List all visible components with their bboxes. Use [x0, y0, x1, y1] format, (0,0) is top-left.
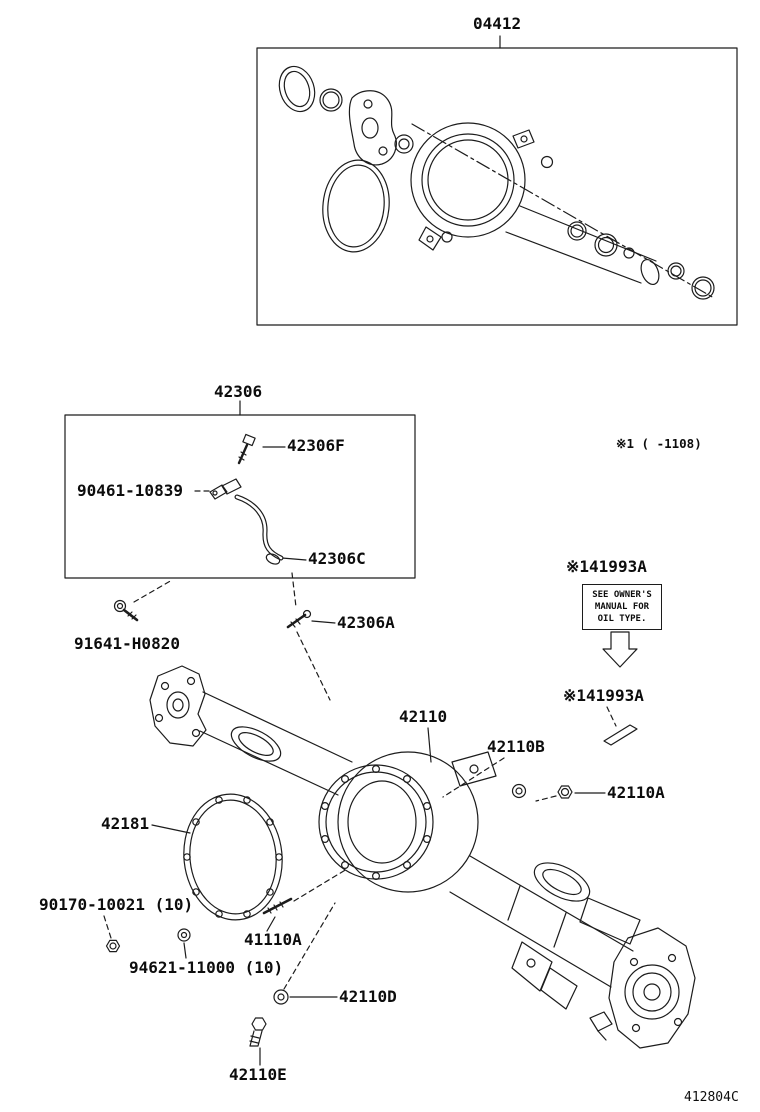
part-label-90461-10839: 90461-10839 [77, 481, 183, 500]
kit-frame [256, 47, 738, 326]
oil-note-line1: SEE OWNER'S [592, 590, 652, 600]
gasket-illustration [183, 793, 283, 921]
part-label-42306f: 42306F [287, 436, 345, 455]
revision-note: ※1 ( -1108) [616, 436, 702, 451]
caution-tag [603, 724, 638, 746]
oil-note-line2: MANUAL FOR [594, 602, 650, 612]
part-label-04412: 04412 [473, 14, 522, 33]
washer-94621-illustration [177, 928, 191, 942]
axle-housing-illustration [149, 665, 696, 1049]
leader-lines-dashed [103, 490, 617, 990]
plug-42110a-illustration [557, 785, 573, 799]
part-label-94621-11000: 94621-11000 (10) [129, 958, 284, 977]
part-label-141993a-bottom: ※141993A [563, 686, 644, 705]
breather-illustration [209, 433, 284, 565]
leader-lines [151, 35, 606, 1066]
part-label-42110b: 42110B [487, 737, 545, 756]
part-label-42306a: 42306A [337, 613, 395, 632]
part-label-91641-h0820: 91641-H0820 [74, 634, 180, 653]
part-label-42110a: 42110A [607, 783, 665, 802]
part-label-90170-10021: 90170-10021 (10) [39, 895, 194, 914]
centerline [411, 123, 715, 299]
part-label-42110: 42110 [399, 707, 448, 726]
document-code: 412804C [684, 1090, 739, 1105]
oil-note-line3: OIL TYPE. [597, 614, 647, 624]
gasket-kit-illustration [278, 65, 715, 300]
part-label-141993a-top: ※141993A [566, 557, 647, 576]
nut-90170-illustration [105, 939, 121, 953]
breather-plug-illustration [286, 609, 312, 629]
part-label-42306: 42306 [214, 382, 263, 401]
bolt-91641-illustration [113, 599, 139, 622]
washer-42110d-illustration [273, 989, 289, 1005]
plug-42110e-illustration [249, 1017, 267, 1047]
part-label-41110a: 41110A [244, 930, 302, 949]
oil-type-note: SEE OWNER'S MANUAL FOR OIL TYPE. [582, 584, 662, 630]
stud-41110a-illustration [262, 897, 293, 915]
part-label-42110e: 42110E [229, 1065, 287, 1084]
part-label-42110d: 42110D [339, 987, 397, 1006]
part-label-42306c: 42306C [308, 549, 366, 568]
part-label-42181: 42181 [101, 814, 150, 833]
down-arrow-icon [602, 631, 638, 668]
washer-42110b-illustration [511, 783, 527, 799]
